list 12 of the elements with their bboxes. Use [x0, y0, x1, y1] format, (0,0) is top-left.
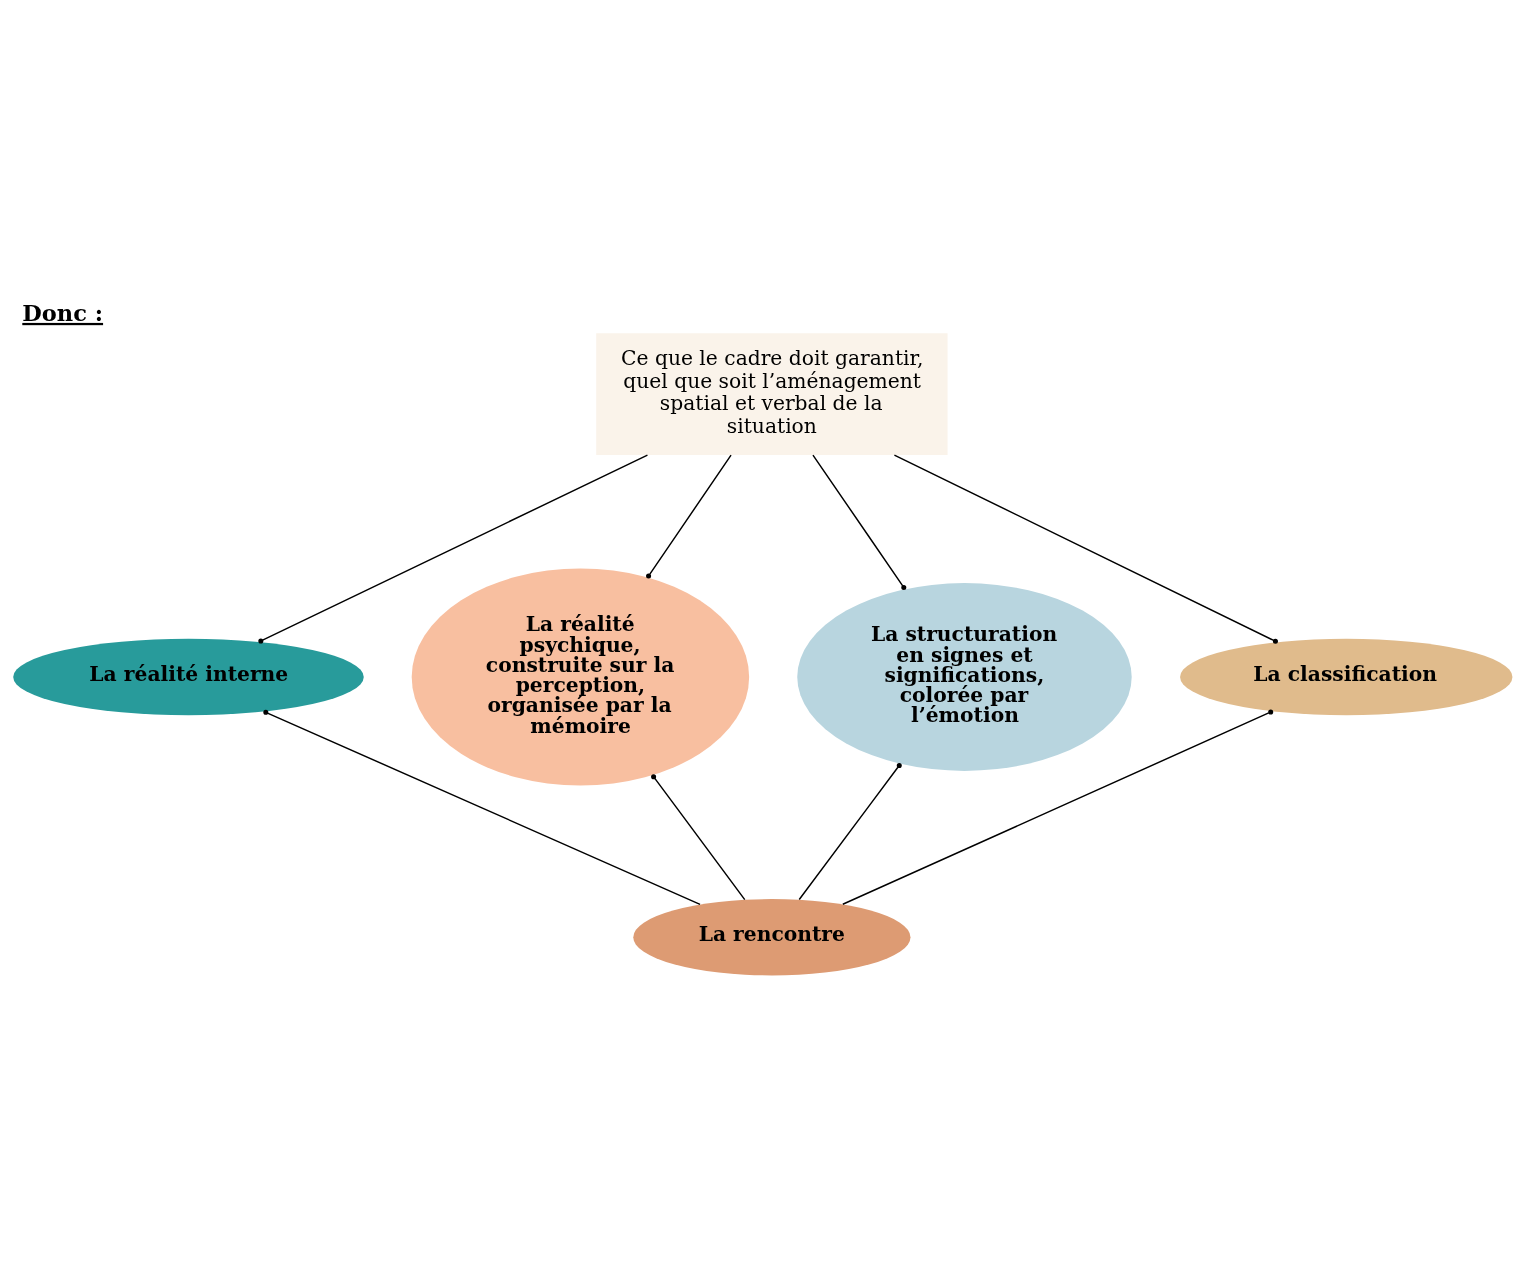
connector — [646, 453, 732, 578]
node-box: Ce que le cadre doit garantir, quel que soit l’aménagement spatial et verbal de la situation — [596, 332, 948, 455]
node-ellipse: La rencontre — [633, 898, 911, 975]
connector — [258, 453, 649, 644]
connector — [893, 453, 1278, 644]
node-ellipse: La réalité psychique, construite sur la perception, organisée par la mémoire — [411, 568, 750, 785]
connector — [263, 709, 701, 905]
connector — [651, 773, 746, 900]
diagram-title: Donc : — [22, 299, 104, 326]
connector — [842, 709, 1274, 905]
connector — [798, 762, 902, 900]
connector — [812, 453, 907, 590]
